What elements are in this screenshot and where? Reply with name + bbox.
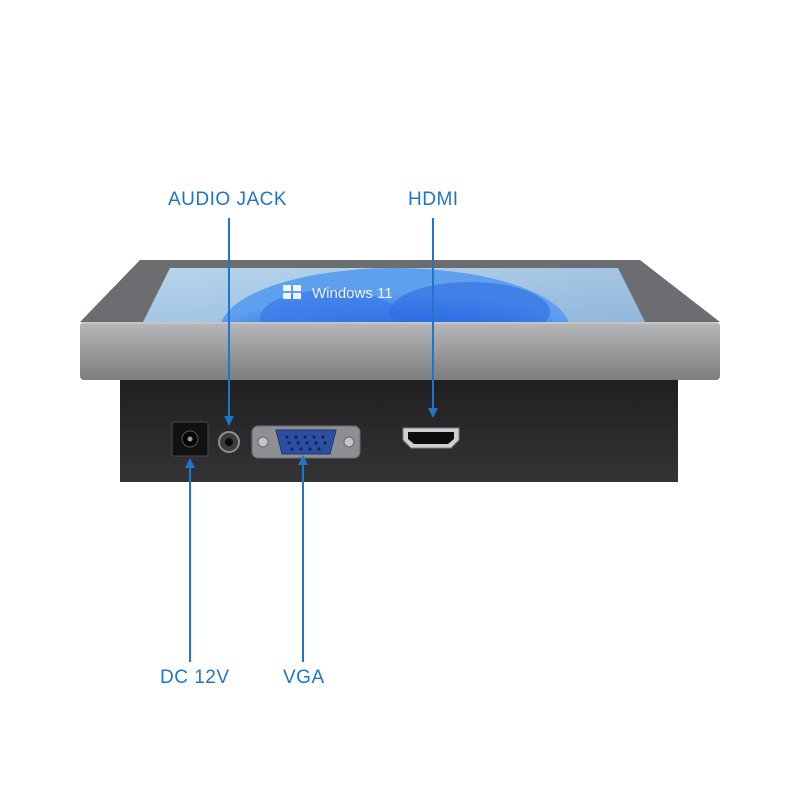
monitor-rear-housing bbox=[120, 378, 678, 482]
monitor-screen: Windows 11 bbox=[143, 268, 645, 322]
vga-port bbox=[251, 425, 361, 459]
dc-callout-arrow bbox=[185, 458, 195, 468]
callout-lines bbox=[185, 218, 438, 662]
monitor-bezel-front bbox=[80, 322, 720, 380]
label-dc-12v: DC 12V bbox=[160, 667, 230, 688]
hdmi-callout-arrow bbox=[428, 408, 438, 418]
dc-power-port bbox=[171, 421, 209, 457]
audio-jack-port bbox=[218, 431, 240, 453]
vga-callout-arrow bbox=[298, 455, 308, 465]
label-audio-jack: AUDIO JACK bbox=[168, 189, 288, 210]
hdmi-port bbox=[402, 427, 460, 449]
label-hdmi: HDMI bbox=[408, 189, 459, 210]
audio-jack-callout-arrow bbox=[224, 416, 234, 426]
windows-logo-icon bbox=[283, 285, 301, 299]
label-vga: VGA bbox=[283, 667, 325, 688]
screen-wordmark: Windows 11 bbox=[312, 285, 393, 302]
